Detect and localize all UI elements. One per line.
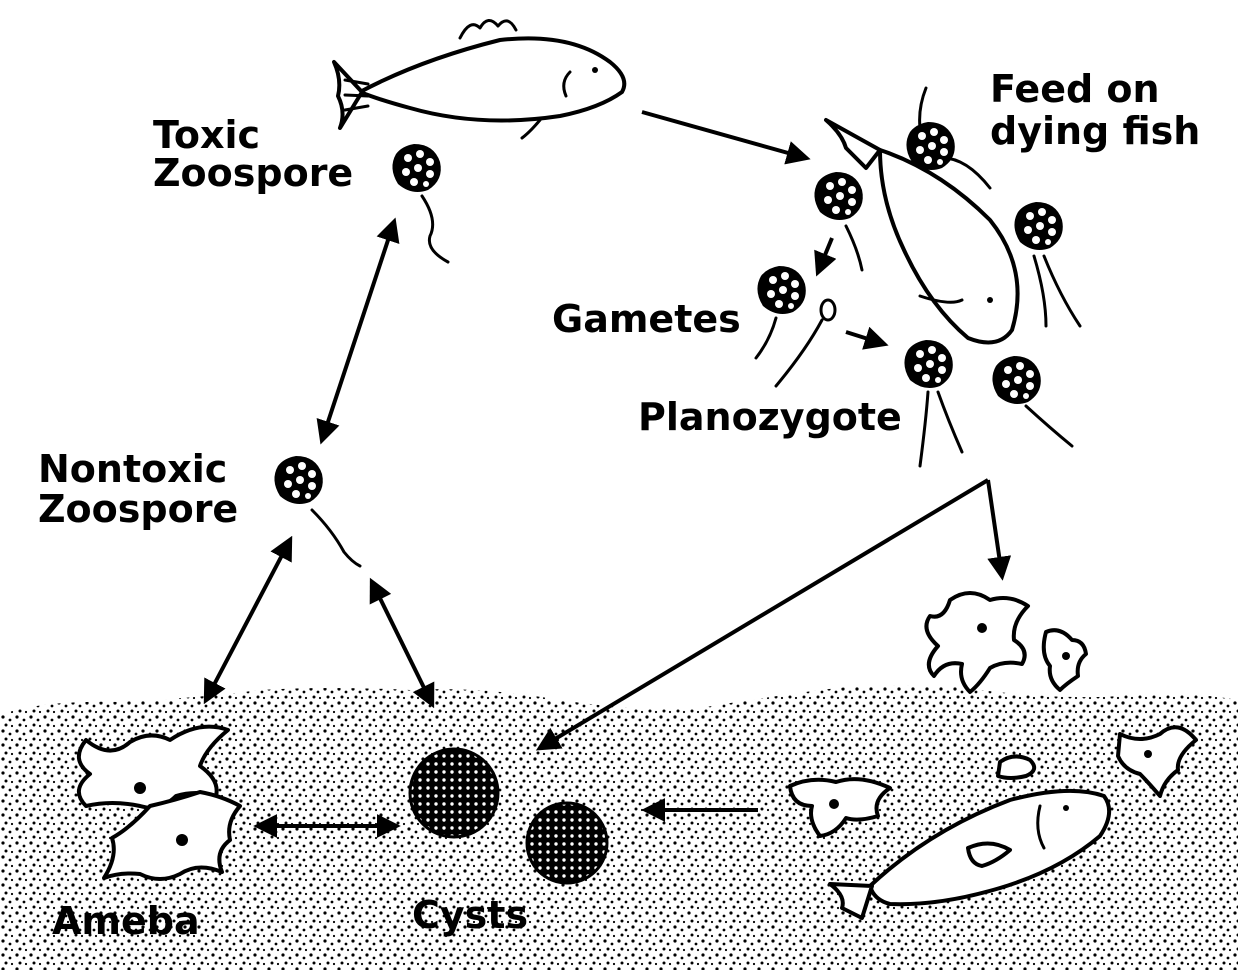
zoospore-on-fish-3 [1014, 202, 1080, 326]
zoospore-on-fish-2 [814, 172, 862, 270]
gamete-1 [756, 266, 806, 358]
label-nontoxic-zoospore: Nontoxic Zoospore [38, 447, 241, 531]
label-cysts: Cysts [412, 893, 528, 937]
label-gametes: Gametes [552, 297, 741, 341]
zoospore-right [992, 356, 1072, 446]
arrow-toxic-nontoxic [322, 222, 394, 440]
arrow-gametes-to-planozygote [846, 332, 884, 344]
arrow-nontoxic-ameba [206, 540, 290, 700]
label-feed-on-dying-fish: Feed on dying fish [990, 67, 1200, 153]
arrow-fish-to-dying-fish [642, 112, 806, 158]
arrow-zoospore-to-gametes [818, 238, 832, 272]
label-ameba: Ameba [52, 899, 200, 943]
label-planozygote: Planozygote [638, 395, 902, 439]
label-toxic-zoospore: Toxic Zoospore [153, 113, 353, 195]
arrow-nontoxic-cysts [372, 582, 432, 704]
nontoxic-zoospore [274, 456, 360, 566]
planozygote-cell [904, 340, 962, 466]
toxic-zoospore [392, 144, 448, 262]
cyst-1 [410, 749, 498, 837]
cyst-2 [527, 803, 607, 883]
arrow-planozygote-to-ameba [988, 480, 1002, 576]
healthy-fish [334, 20, 624, 138]
ameba-group-right-top [926, 593, 1086, 692]
zoospore-on-fish-1 [906, 88, 954, 170]
